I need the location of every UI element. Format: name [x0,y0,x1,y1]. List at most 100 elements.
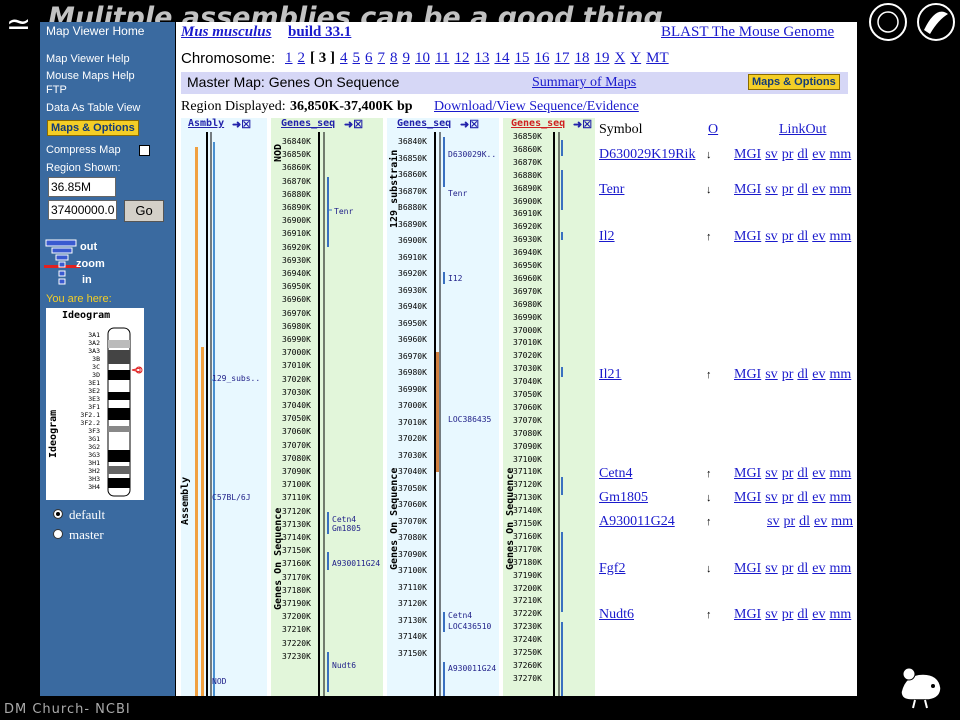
linkout-mm[interactable]: mm [829,561,852,576]
linkout-mm[interactable]: mm [829,229,852,244]
gene-symbol-il2[interactable]: Il2 [599,229,615,244]
gene-symbol-nudt6[interactable]: Nudt6 [599,607,634,622]
chromosome-link-11[interactable]: 11 [435,50,450,66]
linkout-pr[interactable]: pr [781,367,794,382]
linkout-header[interactable]: LinkOut [779,122,827,137]
maps-options-button[interactable]: Maps & Options [748,74,840,90]
chromosome-link-mt[interactable]: MT [646,50,669,66]
chromosome-link-4[interactable]: 4 [340,50,348,66]
c57-move-arrow-icon[interactable]: ➜☒ [573,119,593,131]
chromosome-link-16[interactable]: 16 [534,50,550,66]
data-as-table-view-link[interactable]: Data As Table View [46,102,141,114]
linkout-mgi[interactable]: MGI [734,229,762,244]
chromosome-link-12[interactable]: 12 [454,50,470,66]
linkout-mgi[interactable]: MGI [734,147,762,162]
linkout-mm[interactable]: mm [829,466,852,481]
linkout-sv[interactable]: sv [765,367,778,382]
linkout-mgi[interactable]: MGI [734,490,762,505]
chromosome-link-18[interactable]: 18 [574,50,590,66]
compress-map-checkbox[interactable] [139,145,150,156]
linkout-mm[interactable]: mm [829,490,852,505]
linkout-dl[interactable]: dl [797,607,809,622]
linkout-sv[interactable]: sv [765,466,778,481]
s129-move-arrow-icon[interactable]: ➜☒ [460,119,480,131]
chromosome-link-13[interactable]: 13 [474,50,490,66]
map-viewer-help-link[interactable]: Map Viewer Help [46,53,130,65]
nod-move-arrow-icon[interactable]: ➜☒ [344,119,364,131]
nod-genes-header[interactable]: Genes_seq [281,118,336,129]
species-link[interactable]: Mus musculus [181,24,272,40]
download-sequence-link[interactable]: Download/View Sequence/Evidence [434,99,639,114]
linkout-sv[interactable]: sv [767,514,780,529]
nod-gene-tenr[interactable]: Tenr [334,207,354,216]
go-button[interactable]: Go [124,200,164,222]
orientation-header[interactable]: O [708,122,719,137]
s129-gene-d630029k[interactable]: D630029K.. [448,150,497,159]
linkout-ev[interactable]: ev [812,182,826,197]
linkout-ev[interactable]: ev [814,514,828,529]
chromosome-link-x[interactable]: X [614,50,626,66]
linkout-sv[interactable]: sv [765,561,778,576]
linkout-dl[interactable]: dl [797,466,809,481]
linkout-dl[interactable]: dl [797,490,809,505]
s129-genes-header[interactable]: Genes_seq [397,118,452,129]
asm-label-nod[interactable]: NOD [212,677,227,686]
linkout-ev[interactable]: ev [812,466,826,481]
s129-gene-il2[interactable]: I12 [448,274,463,283]
chromosome-link-6[interactable]: 6 [365,50,373,66]
linkout-pr[interactable]: pr [781,561,794,576]
linkout-pr[interactable]: pr [781,229,794,244]
master-radio[interactable] [53,529,63,539]
chromosome-link-8[interactable]: 8 [390,50,398,66]
s129-gene-loc386435[interactable]: LOC386435 [448,415,492,424]
gene-symbol-gm1805[interactable]: Gm1805 [599,490,648,505]
chromosome-link-5[interactable]: 5 [352,50,361,66]
linkout-mm[interactable]: mm [829,182,852,197]
c57-genes-header[interactable]: Genes_seq [511,118,566,129]
linkout-pr[interactable]: pr [781,607,794,622]
s129-gene-cetn4[interactable]: Cetn4 [448,611,473,620]
chromosome-link-y[interactable]: Y [630,50,642,66]
default-radio[interactable] [53,509,63,519]
mouse-maps-help-link[interactable]: Mouse Maps Help [46,70,135,82]
ftp-link[interactable]: FTP [46,84,67,96]
linkout-pr[interactable]: pr [781,490,794,505]
nod-gene-gm1805[interactable]: Gm1805 [332,524,361,533]
linkout-ev[interactable]: ev [812,561,826,576]
chromosome-link-7[interactable]: 7 [377,50,386,66]
gene-symbol-cetn4[interactable]: Cetn4 [599,466,633,481]
linkout-mm[interactable]: mm [829,147,852,162]
region-end-input[interactable]: 37400000.0 [48,200,117,220]
s129-gene-loc436510[interactable]: LOC436510 [448,622,492,631]
asmbly-header[interactable]: Asmbly [188,118,225,129]
nod-gene-a930011g24[interactable]: A930011G24 [332,559,381,568]
linkout-mgi[interactable]: MGI [734,367,762,382]
chromosome-link-10[interactable]: 10 [415,50,430,66]
zoom-in-link[interactable]: in [82,274,92,286]
linkout-sv[interactable]: sv [765,182,778,197]
map-viewer-home-link[interactable]: Map Viewer Home [46,24,145,38]
nod-gene-cetn4[interactable]: Cetn4 [332,515,357,524]
chromosome-link-17[interactable]: 17 [554,50,570,66]
blast-link[interactable]: BLAST The Mouse Genome [661,24,835,40]
asm-label-129[interactable]: 129_subs.. [212,374,261,383]
linkout-sv[interactable]: sv [765,147,778,162]
linkout-sv[interactable]: sv [765,490,778,505]
linkout-ev[interactable]: ev [812,607,826,622]
gene-symbol-d630029k19rik[interactable]: D630029K19Rik [599,147,696,162]
build-link[interactable]: build 33.1 [288,24,352,40]
linkout-ev[interactable]: ev [812,490,826,505]
linkout-mgi[interactable]: MGI [734,182,762,197]
chromosome-link-19[interactable]: 19 [594,50,610,66]
summary-of-maps-link[interactable]: Summary of Maps [532,75,637,90]
linkout-pr[interactable]: pr [781,466,794,481]
linkout-ev[interactable]: ev [812,367,826,382]
s129-gene-tenr[interactable]: Tenr [448,189,468,198]
zoom-slider-icon[interactable] [44,238,80,288]
linkout-ev[interactable]: ev [812,229,826,244]
linkout-mgi[interactable]: MGI [734,607,762,622]
linkout-dl[interactable]: dl [797,182,809,197]
asm-label-c57[interactable]: C57BL/6J [212,493,251,502]
linkout-dl[interactable]: dl [797,367,809,382]
